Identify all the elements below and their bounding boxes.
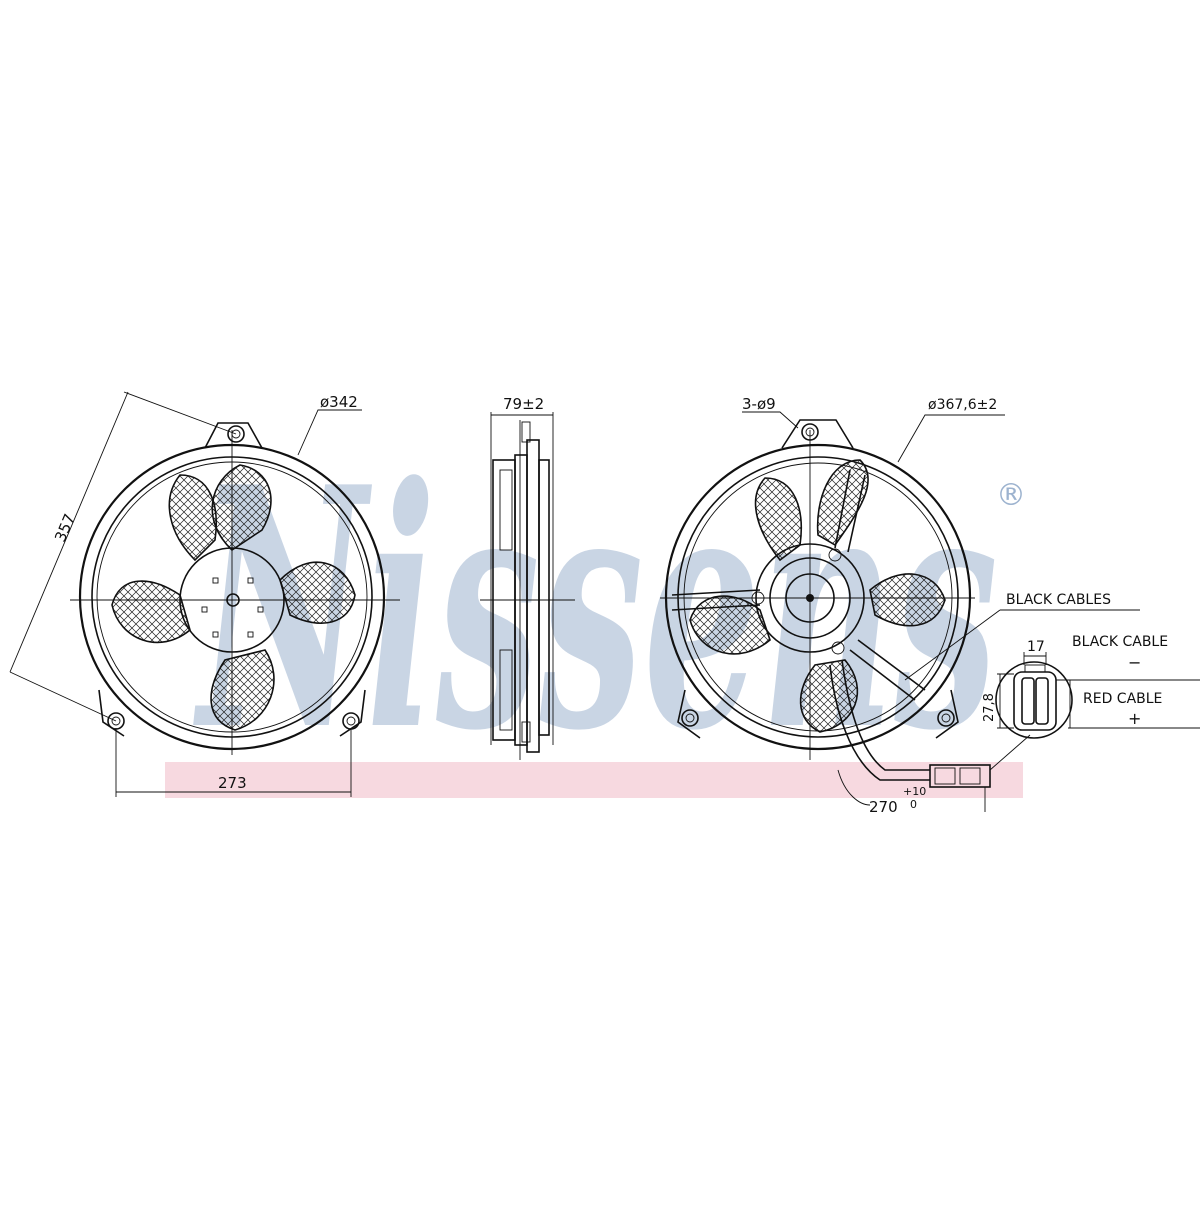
dim-cable-length: 270	[869, 798, 898, 816]
label-minus: −	[1128, 653, 1141, 672]
dim-side-depth: 79±2	[503, 395, 544, 413]
label-red-cable: RED CABLE	[1083, 691, 1162, 707]
dim-cable-tol-zero: 0	[910, 798, 917, 811]
front-view	[9, 391, 400, 797]
connector-detail	[989, 652, 1200, 771]
dim-rear-holes: 3-ø9	[742, 395, 776, 413]
label-plus: +	[1128, 709, 1141, 728]
dim-hole-spacing: 273	[218, 774, 247, 792]
dim-connector-width: 17	[1027, 639, 1045, 655]
dim-connector-height: 27,8	[982, 693, 997, 722]
dim-front-height: 357	[51, 511, 79, 544]
dim-front-diameter: ø342	[320, 393, 358, 411]
label-black-cable: BLACK CABLE	[1072, 634, 1168, 650]
label-black-cables: BLACK CABLES	[1006, 592, 1111, 608]
side-view	[480, 412, 575, 760]
dim-rear-diameter: ø367,6±2	[928, 397, 997, 413]
dim-cable-tol-plus: +10	[903, 785, 926, 798]
watermark-registered: ®	[996, 478, 1026, 513]
rear-view	[660, 411, 1140, 812]
